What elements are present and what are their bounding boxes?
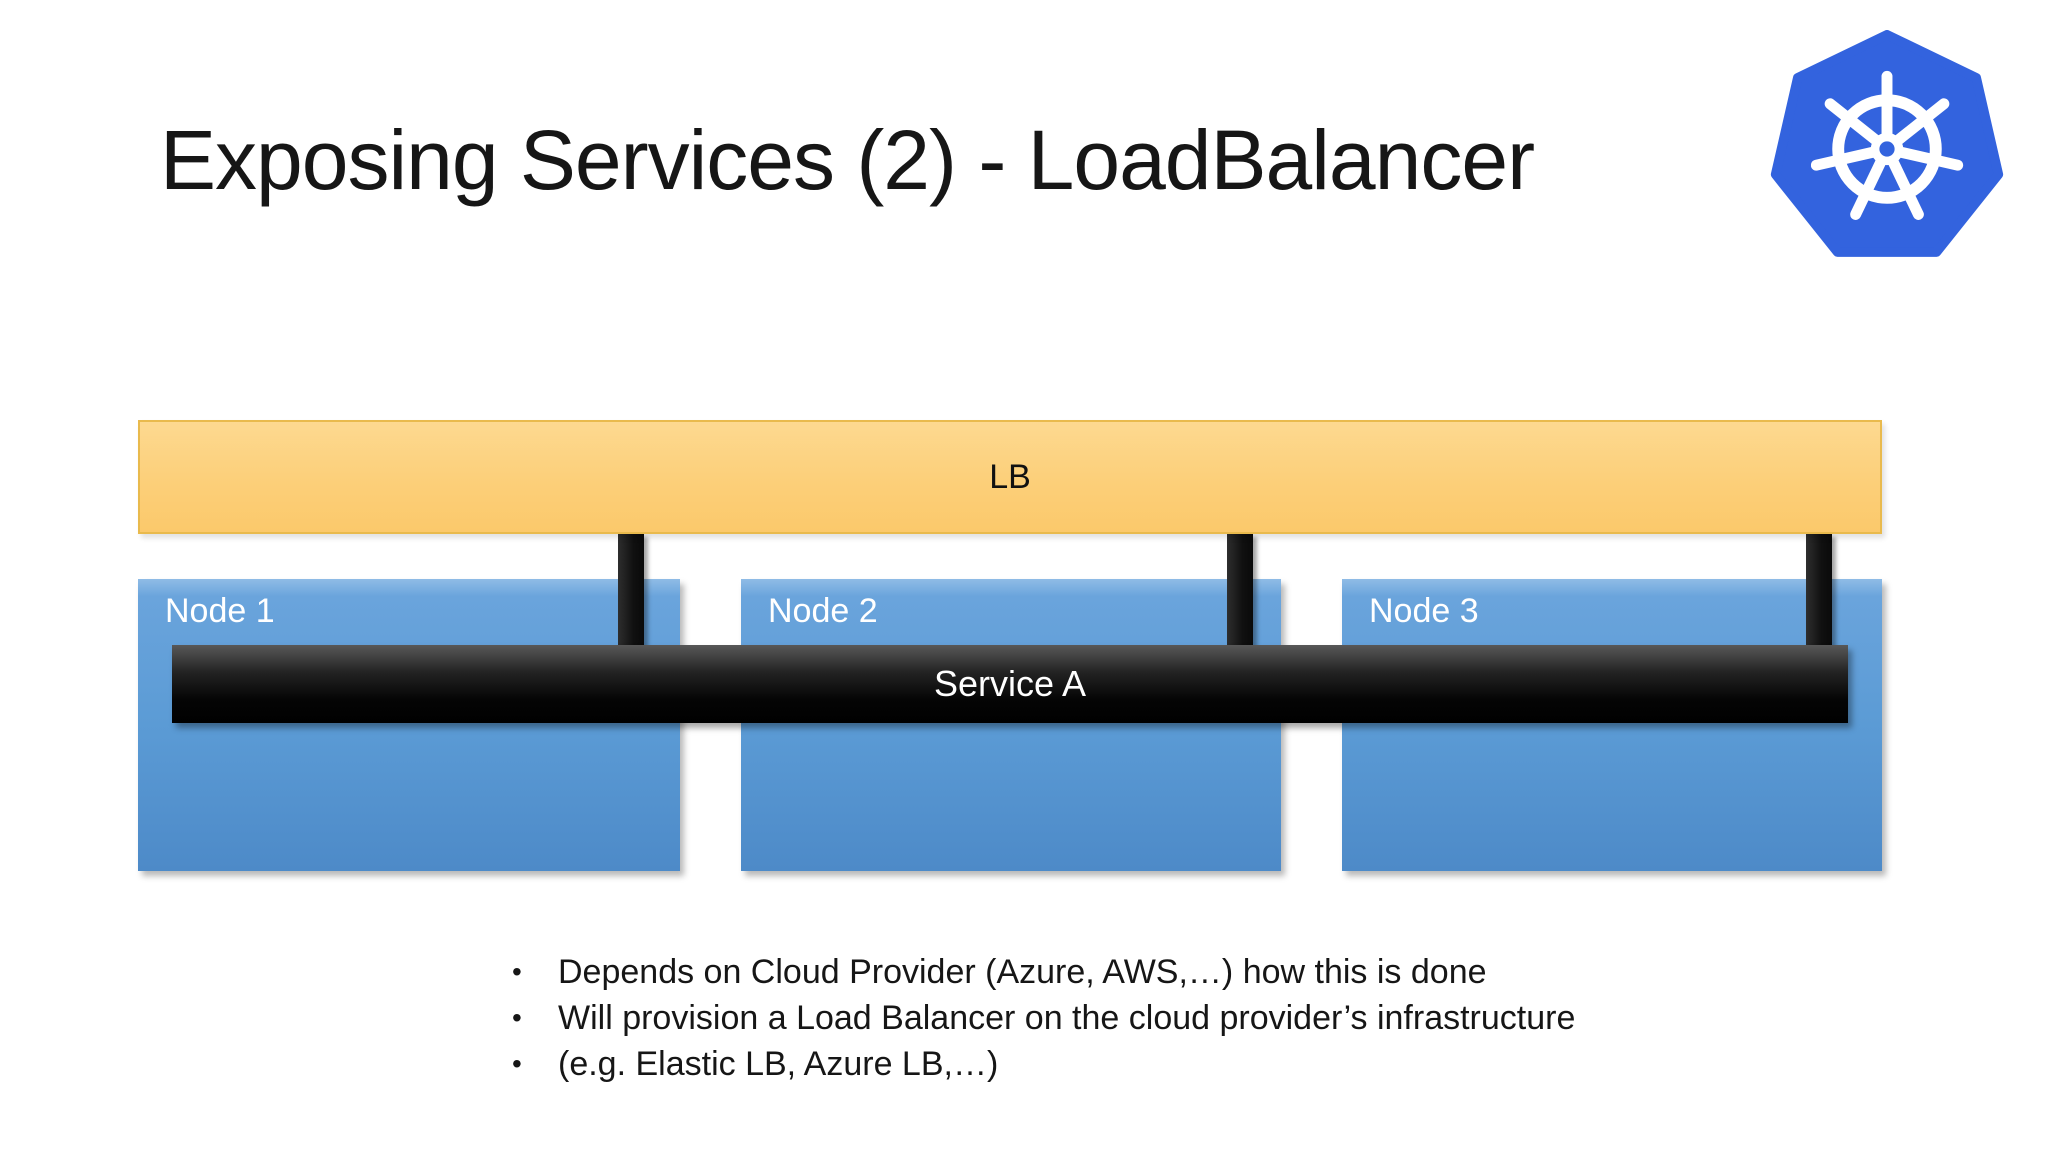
node-3-label: Node 3 [1369,592,1479,630]
bullet-list: • Depends on Cloud Provider (Azure, AWS,… [512,949,1575,1087]
page-title: Exposing Services (2) - LoadBalancer [160,113,1535,207]
node-1-label: Node 1 [165,592,275,630]
load-balancer-label: LB [989,457,1031,496]
bullet-item: • (e.g. Elastic LB, Azure LB,…) [512,1041,1575,1087]
bullet-item: • Depends on Cloud Provider (Azure, AWS,… [512,949,1575,995]
node-1-box: Node 1 [138,579,680,871]
bullet-text: Depends on Cloud Provider (Azure, AWS,…)… [558,953,1487,991]
bullet-dot-icon: • [512,1002,522,1033]
lb-to-service-connector-1 [618,534,644,660]
bullet-text: Will provision a Load Balancer on the cl… [558,999,1576,1037]
bullet-dot-icon: • [512,956,522,987]
bullet-item: • Will provision a Load Balancer on the … [512,995,1575,1041]
lb-to-service-connector-3 [1806,534,1832,660]
service-a-bar: Service A [172,645,1848,723]
node-3-box: Node 3 [1342,579,1882,871]
node-2-label: Node 2 [768,592,878,630]
load-balancer-bar: LB [138,420,1882,534]
bullet-dot-icon: • [512,1048,522,1079]
kubernetes-logo-icon [1770,30,2004,257]
helm-hub-center [1879,141,1895,157]
helm-ring [1832,94,1942,204]
node-2-box: Node 2 [741,579,1281,871]
lb-to-service-connector-2 [1227,534,1253,660]
bullet-text: (e.g. Elastic LB, Azure LB,…) [558,1045,999,1083]
service-a-label: Service A [933,663,1087,704]
